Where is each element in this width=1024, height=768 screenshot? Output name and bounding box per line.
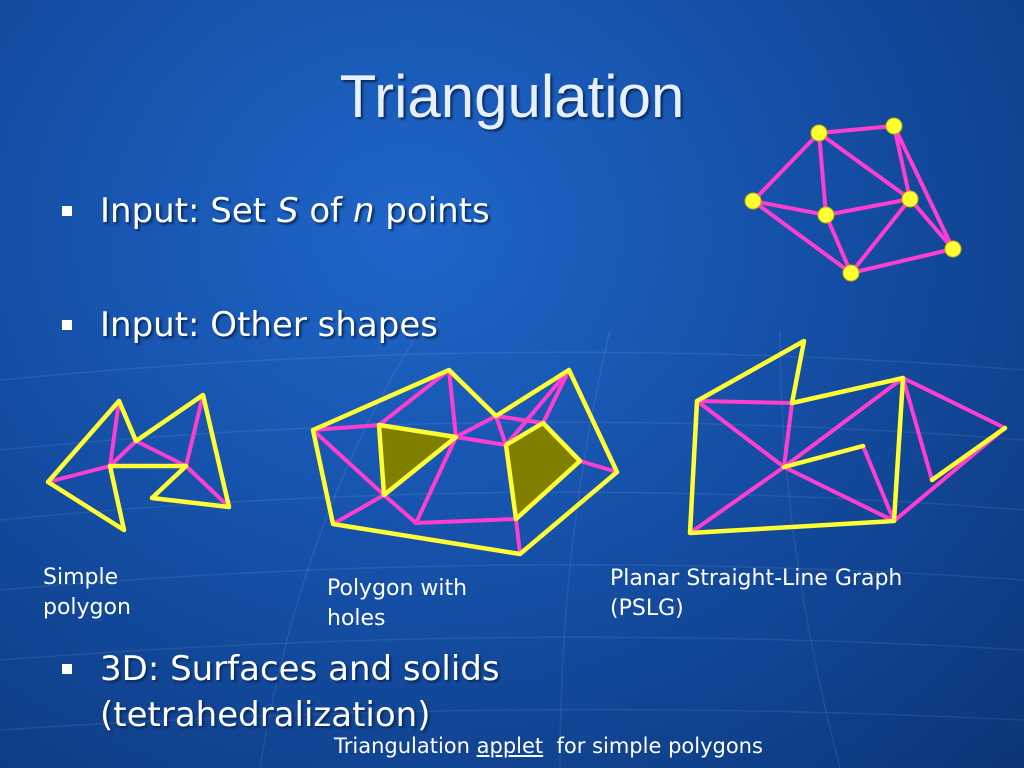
caption-line: holes [327, 606, 386, 631]
slide-title: Triangulation [339, 63, 685, 130]
footer-post: for simple polygons [543, 734, 763, 758]
bullet-text-post: points [374, 191, 490, 231]
bullet-square-icon [62, 664, 72, 674]
bullet-text: Input: Set S of n points [100, 188, 490, 234]
bullet-text-line1: 3D: Surfaces and solids [100, 649, 500, 689]
caption-line: polygon [43, 595, 131, 620]
caption-pslg: Planar Straight-Line Graph (PSLG) [610, 564, 902, 624]
applet-link[interactable]: applet [476, 734, 544, 758]
bullet-text: Input: Other shapes [100, 305, 438, 345]
point-markers [744, 117, 962, 282]
bullet-text-pre: Input: Set [100, 191, 277, 231]
simple-polygon-figure [45, 392, 232, 533]
caption-line: (PSLG) [610, 596, 684, 621]
caption-line: Planar Straight-Line Graph [610, 566, 903, 591]
bullet-text-set-s: S [276, 191, 299, 231]
bullet-text-n: n [352, 191, 375, 231]
caption-line: Polygon with [327, 576, 468, 601]
pslg-figure [687, 338, 1008, 536]
polygon-with-holes-figure [310, 367, 620, 557]
bullet-square-icon [62, 320, 72, 330]
bullet-text-mid: of [298, 191, 353, 231]
caption-line: Simple [43, 565, 119, 590]
bullet-text-line2: (tetrahedralization) [100, 695, 431, 735]
footer-pre: Triangulation [334, 734, 477, 758]
point-set-triangulation [751, 124, 955, 275]
footer-note: Triangulation applet for simple polygons [334, 734, 763, 758]
caption-polygon-with-holes: Polygon with holes [327, 574, 467, 634]
bullet-square-icon [62, 206, 72, 216]
caption-simple-polygon: Simple polygon [43, 563, 131, 623]
